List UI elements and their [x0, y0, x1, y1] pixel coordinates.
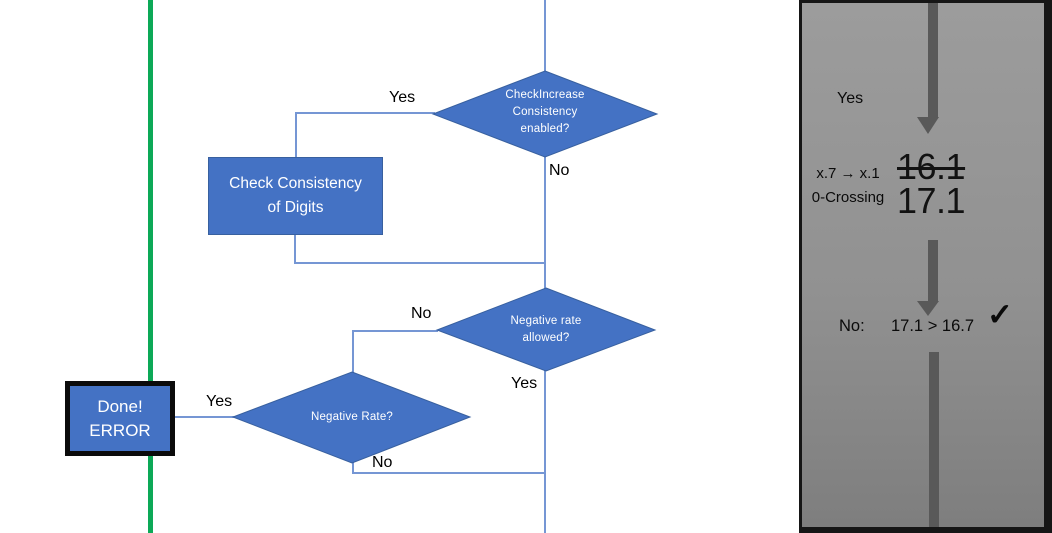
- connector-no3-vertical: [352, 462, 354, 474]
- label-line: allowed?: [522, 332, 570, 344]
- new-value: 17.1: [897, 180, 966, 221]
- connector-rect-out-vertical: [294, 233, 296, 263]
- edge-label-no-mid: No: [411, 305, 432, 322]
- panel-values: 16.1 17.1: [897, 146, 966, 221]
- green-divider-line: [148, 0, 153, 533]
- label-line: Done!: [97, 396, 143, 416]
- side-annotation-panel: Yes x.7 → x.1 0-Crossing 16.1 17.1 No: 1…: [799, 0, 1052, 533]
- diamond-negative-rate-allowed-label: Negative rate allowed?: [456, 313, 636, 347]
- process-check-consistency-box: Check Consistency of Digits: [208, 157, 383, 235]
- checkmark-icon: ✓: [987, 297, 1013, 332]
- old-value-strikethrough: 16.1: [897, 146, 966, 187]
- terminal-done-error-box: Done! ERROR: [65, 381, 175, 456]
- connector-yes3-horizontal: [172, 416, 234, 418]
- annotation-line: x.7 → x.1: [816, 165, 880, 182]
- connector-yes2-vertical: [544, 370, 546, 533]
- edge-label-yes-top: Yes: [389, 89, 416, 106]
- down-arrow-top-shaft: [928, 3, 938, 117]
- connector-yes1-vertical: [295, 112, 297, 158]
- label-line: Negative Rate?: [310, 411, 394, 423]
- edge-label-yes-mid: Yes: [511, 375, 538, 392]
- edge-label-no-top: No: [549, 162, 570, 179]
- down-arrow-mid-head-icon: [917, 301, 939, 316]
- diamond-check-increase-label: CheckIncrease Consistency enabled?: [455, 87, 635, 138]
- label-line: CheckIncrease: [505, 89, 585, 101]
- connector-yes1-horizontal: [295, 112, 435, 114]
- diamond-negative-rate-label: Negative Rate?: [262, 409, 442, 426]
- connector-no1-vertical: [544, 156, 546, 289]
- down-arrow-bottom-shaft: [929, 352, 939, 527]
- panel-yes-label: Yes: [837, 90, 864, 107]
- edge-label-yes-bottom: Yes: [206, 393, 233, 410]
- panel-result-label: No:: [839, 317, 865, 335]
- panel-result-comparison: 17.1 > 16.7: [891, 317, 975, 335]
- label-line: ERROR: [89, 420, 151, 440]
- connector-rect-out-horizontal: [294, 262, 546, 264]
- label-line: of Digits: [267, 199, 324, 216]
- connector-no3-horizontal: [352, 472, 546, 474]
- edge-label-no-bottom: No: [372, 454, 393, 471]
- panel-surface: [802, 3, 1044, 527]
- label-line: Check Consistency: [229, 175, 362, 192]
- label-line: enabled?: [520, 123, 570, 135]
- annotation-line: 0-Crossing: [811, 189, 885, 206]
- panel-annotation: x.7 → x.1 0-Crossing: [803, 162, 893, 210]
- connector-no2-horizontal: [352, 330, 438, 332]
- down-arrow-top-head-icon: [917, 117, 939, 134]
- label-line: Consistency: [512, 106, 578, 118]
- connector-no2-vertical: [352, 330, 354, 373]
- down-arrow-mid-shaft: [928, 240, 938, 301]
- label-line: Negative rate: [510, 315, 582, 327]
- connector-top-into-diamond1: [544, 0, 546, 72]
